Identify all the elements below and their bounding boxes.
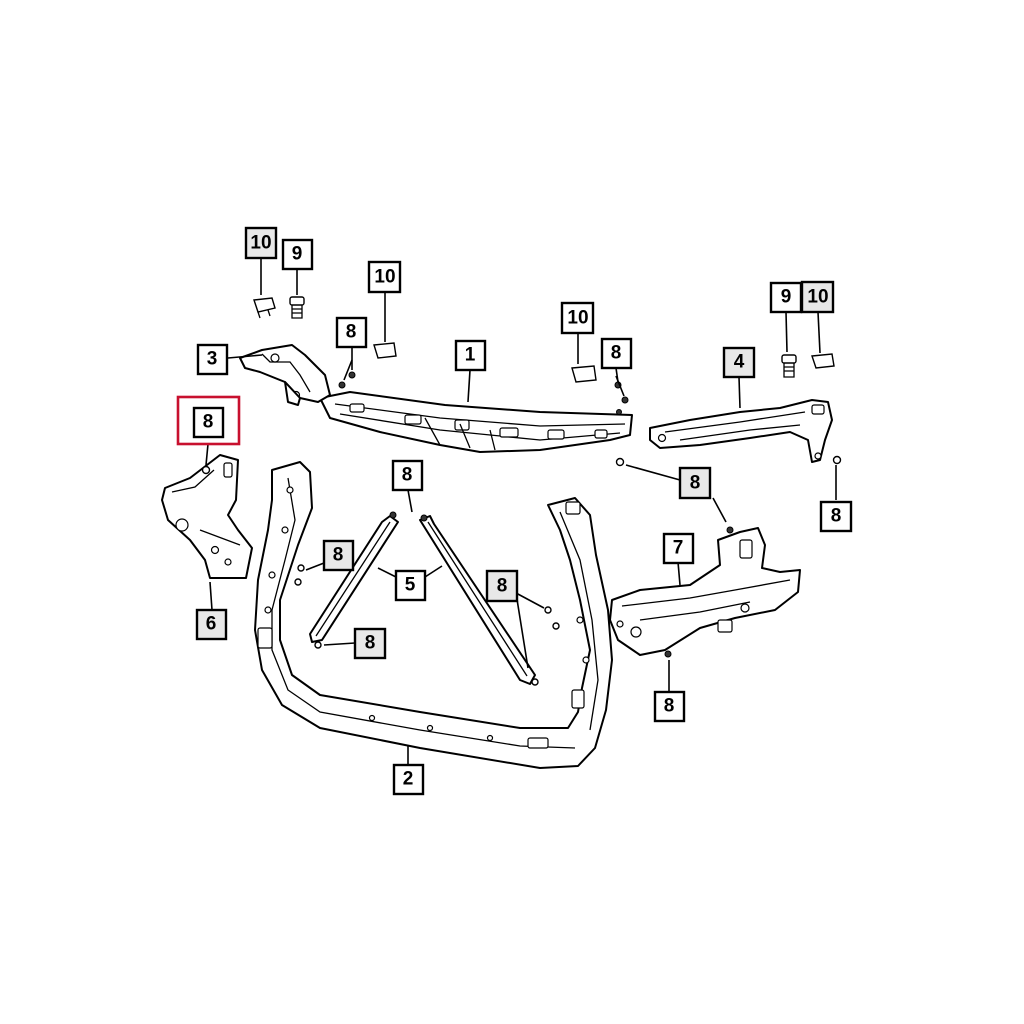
callout-5-label: 5 (405, 575, 416, 596)
callout-10-a: 10 (244, 226, 278, 260)
part-right-upper-bracket (649, 399, 833, 463)
callout-10-c-label: 10 (567, 308, 588, 329)
part-left-upper-bracket (239, 344, 331, 406)
callout-3: 3 (196, 343, 229, 376)
callout-8-f: 8 (322, 539, 355, 572)
callout-8-highlighted: 8 (176, 395, 241, 446)
callout-8-i: 8 (653, 690, 686, 723)
callout-4-label: 4 (734, 352, 745, 373)
callout-10-d: 10 (800, 280, 835, 314)
part-diagonal-braces (309, 511, 536, 685)
part-left-lower-bracket (161, 454, 253, 579)
callout-10-b-label: 10 (374, 267, 395, 288)
part-radiator-support-frame (254, 461, 613, 769)
callout-8-b: 8 (600, 337, 633, 370)
callout-8-h-label: 8 (365, 633, 376, 654)
callout-9-a: 9 (281, 238, 314, 271)
callout-2-label: 2 (403, 769, 414, 790)
callout-1-label: 1 (465, 345, 476, 366)
callout-10-b: 10 (367, 260, 402, 294)
callout-4: 4 (722, 346, 756, 379)
callout-8-a: 8 (335, 316, 368, 349)
callout-7: 7 (662, 532, 695, 565)
part-upper-crossmember (319, 391, 633, 453)
callout-8-i-label: 8 (664, 696, 675, 717)
callout-5: 5 (394, 569, 427, 602)
callout-7-label: 7 (673, 538, 684, 559)
callout-8-d: 8 (678, 466, 712, 500)
callout-8-d-label: 8 (690, 473, 701, 494)
callout-3-label: 3 (207, 349, 218, 370)
callout-9-a-label: 9 (292, 244, 303, 265)
callout-8-highlighted-label: 8 (203, 412, 214, 433)
callout-10-a-label: 10 (250, 233, 271, 254)
callout-9-b-label: 9 (781, 287, 792, 308)
callout-8-f-label: 8 (333, 545, 344, 566)
fasteners (201, 296, 842, 686)
callout-8-e-label: 8 (831, 506, 842, 527)
callout-8-b-label: 8 (611, 343, 622, 364)
callout-10-d-label: 10 (807, 287, 828, 308)
callout-10-c: 10 (560, 301, 595, 335)
callout-9-b: 9 (769, 281, 803, 314)
callout-6-label: 6 (206, 614, 217, 635)
callout-8-h: 8 (353, 627, 387, 660)
callout-8-c-label: 8 (402, 465, 413, 486)
callout-8-g-label: 8 (497, 576, 508, 597)
callout-8-g: 8 (485, 569, 519, 603)
callout-8-a-label: 8 (346, 322, 357, 343)
callout-8-e: 8 (819, 500, 853, 533)
callout-6: 6 (195, 608, 228, 641)
part-right-lower-bracket (609, 527, 801, 656)
callout-8-c: 8 (391, 459, 424, 492)
leader-lines (205, 258, 837, 765)
callout-1: 1 (454, 339, 487, 372)
callout-2: 2 (392, 763, 425, 796)
